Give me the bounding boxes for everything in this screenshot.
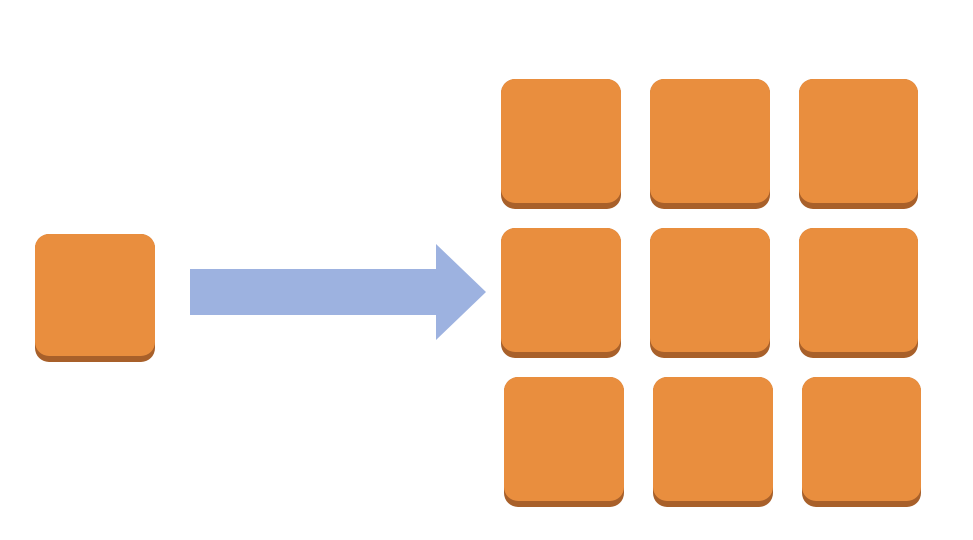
grid-node xyxy=(802,377,921,507)
source-node xyxy=(35,234,155,362)
grid-node xyxy=(504,377,624,507)
grid-node xyxy=(501,79,621,209)
grid-node xyxy=(650,79,770,209)
source-node-face xyxy=(35,234,155,356)
grid-node xyxy=(653,377,773,507)
grid-node xyxy=(799,228,918,358)
scale-out-arrow xyxy=(190,244,486,340)
grid-node xyxy=(650,228,770,358)
arrow-shape xyxy=(190,244,486,340)
grid-node xyxy=(501,228,621,358)
grid-node xyxy=(799,79,918,209)
